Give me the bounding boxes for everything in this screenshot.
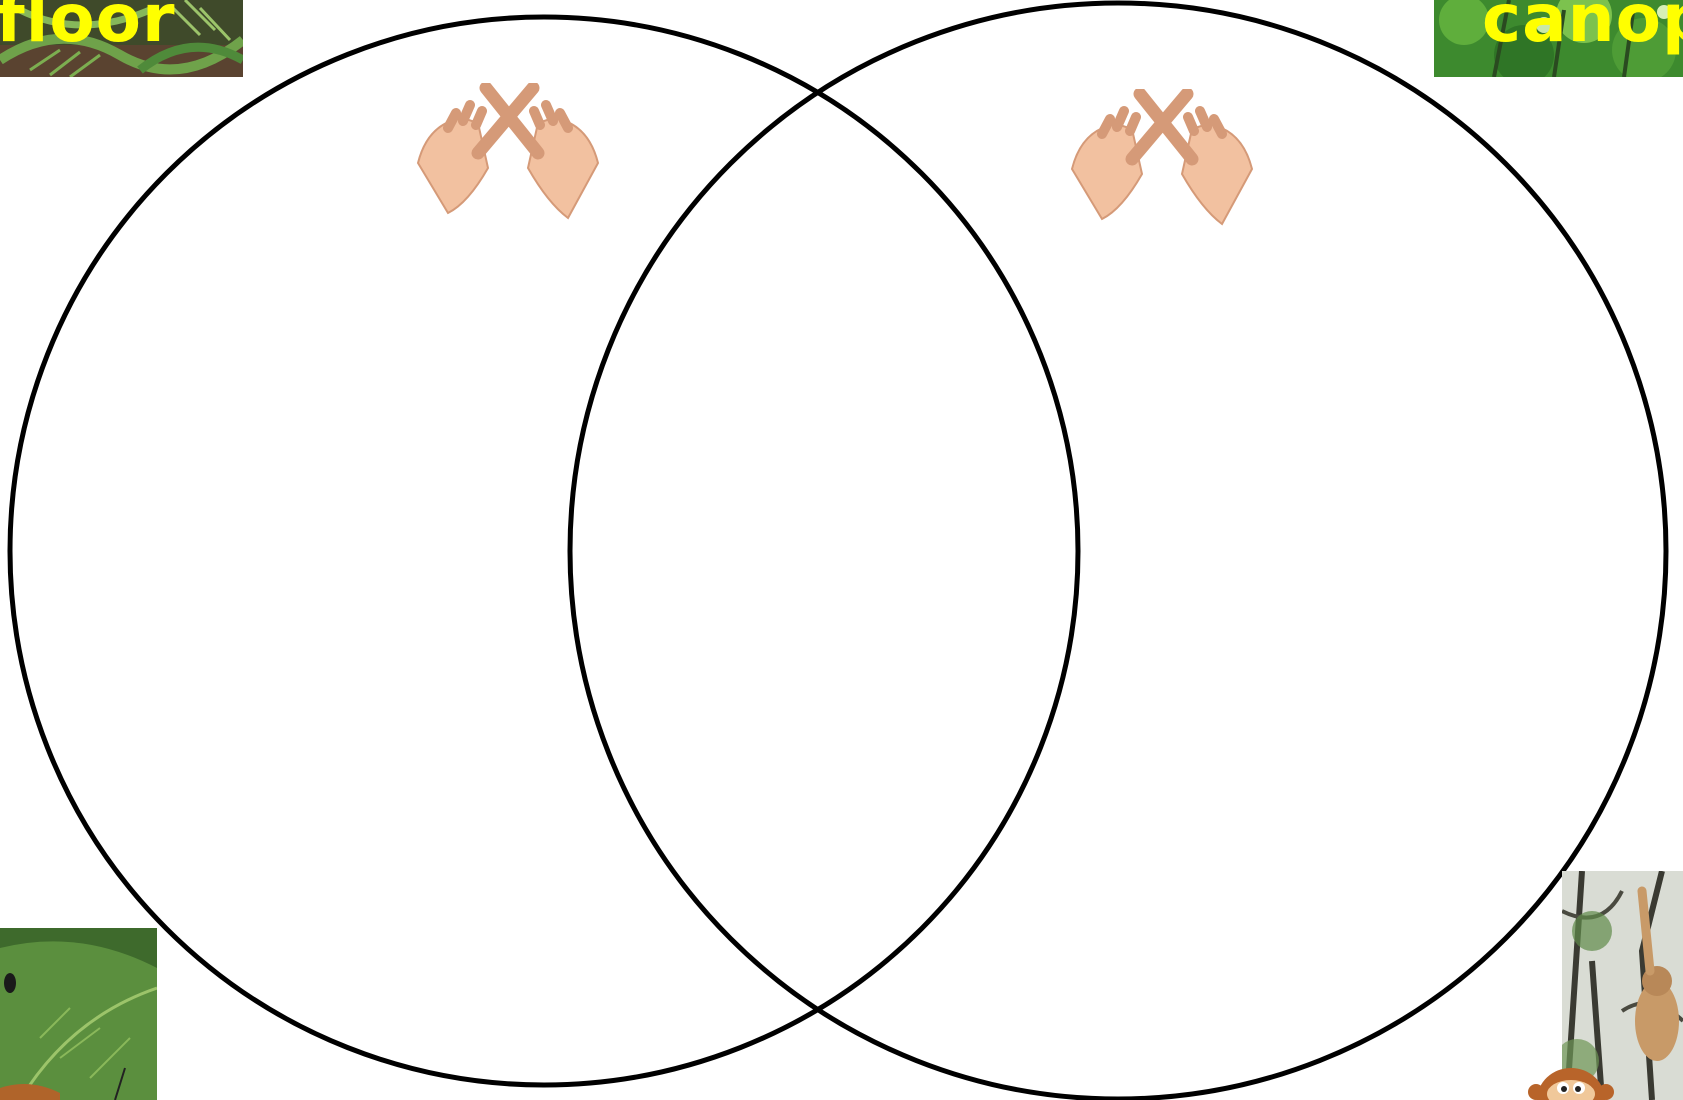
crossed-fingers-icon bbox=[1062, 89, 1262, 229]
canopy-photo: canop bbox=[1434, 0, 1683, 77]
leaf-insect-photo bbox=[0, 928, 157, 1100]
floor-label: floor bbox=[0, 0, 176, 52]
crossed-fingers-icon bbox=[408, 83, 608, 223]
floor-photo: floor bbox=[0, 0, 243, 77]
canopy-label: canop bbox=[1482, 0, 1683, 52]
cartoon-monkey-icon bbox=[1528, 1064, 1614, 1100]
